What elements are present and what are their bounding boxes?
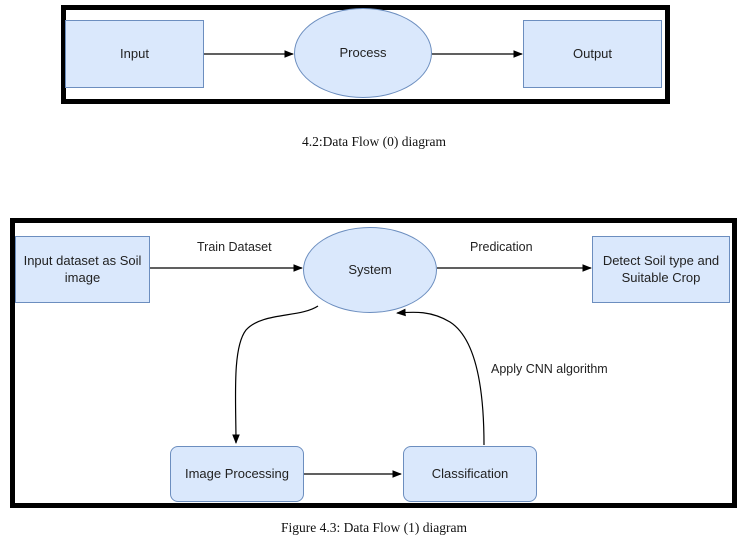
node-detect: Detect Soil type and Suitable Crop: [592, 236, 730, 303]
node-output: Output: [523, 20, 662, 88]
node-process: Process: [294, 8, 432, 98]
dfd0-caption: 4.2:Data Flow (0) diagram: [302, 134, 446, 149]
node-input-dataset: Input dataset as Soil image: [15, 236, 150, 303]
node-classification: Classification: [403, 446, 537, 502]
dfd1-caption: Figure 4.3: Data Flow (1) diagram: [281, 520, 467, 535]
edge-label-apply-cnn: Apply CNN algorithm: [491, 362, 608, 376]
node-image-processing: Image Processing: [170, 446, 304, 502]
edge-label-train-dataset: Train Dataset: [197, 240, 272, 254]
node-input: Input: [65, 20, 204, 88]
edge-label-predication: Predication: [470, 240, 533, 254]
node-system: System: [303, 227, 437, 313]
